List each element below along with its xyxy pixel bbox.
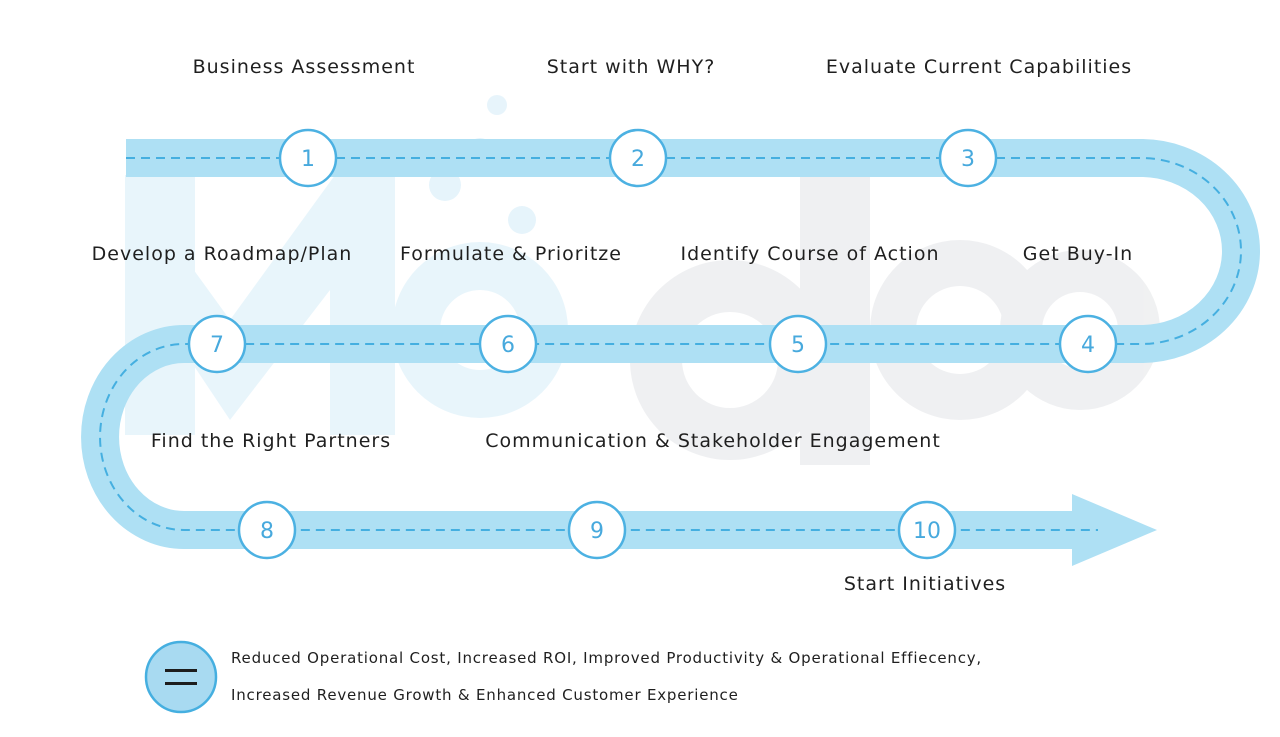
step-circle-2: 2 [608, 128, 668, 188]
step-label-7: Develop a Roadmap/Plan [91, 243, 353, 265]
step-label-4: Get Buy-In [1022, 243, 1134, 265]
step-number: 6 [501, 333, 515, 358]
step-label-8: Find the Right Partners [150, 430, 392, 452]
step-number: 10 [913, 519, 941, 544]
step-label-6: Formulate & Prioritze [400, 243, 622, 265]
step-label-2: Start with WHY? [546, 56, 716, 78]
step-circle-10: 10 [897, 500, 957, 560]
equals-icon-bar-top [165, 669, 197, 672]
step-label-3: Evaluate Current Capabilities [825, 56, 1133, 78]
step-number: 3 [961, 147, 975, 172]
outcome-equals-badge [144, 640, 218, 714]
step-circle-3: 3 [938, 128, 998, 188]
step-number: 8 [260, 519, 274, 544]
equals-icon-bar-bottom [165, 682, 197, 685]
step-circle-5: 5 [768, 314, 828, 374]
step-number: 5 [791, 333, 805, 358]
step-circle-7: 7 [187, 314, 247, 374]
step-number: 2 [631, 147, 645, 172]
step-number: 1 [301, 147, 315, 172]
step-label-10: Start Initiatives [843, 573, 1007, 595]
roadmap-dashed-line [99, 157, 1242, 531]
step-circle-4: 4 [1058, 314, 1118, 374]
outcome-text-line-2: Increased Revenue Growth & Enhanced Cust… [231, 686, 739, 704]
step-number: 9 [590, 519, 604, 544]
outcome-text-line-1: Reduced Operational Cost, Increased ROI,… [231, 649, 982, 667]
step-circle-8: 8 [237, 500, 297, 560]
step-number: 7 [210, 333, 224, 358]
step-number: 4 [1081, 333, 1095, 358]
step-label-5: Identify Course of Action [680, 243, 940, 265]
step-circle-6: 6 [478, 314, 538, 374]
roadmap-arrowhead [1072, 494, 1157, 566]
step-circle-9: 9 [567, 500, 627, 560]
step-label-1: Business Assessment [192, 56, 416, 78]
step-label-9: Communication & Stakeholder Engagement [485, 430, 941, 452]
step-circle-1: 1 [278, 128, 338, 188]
